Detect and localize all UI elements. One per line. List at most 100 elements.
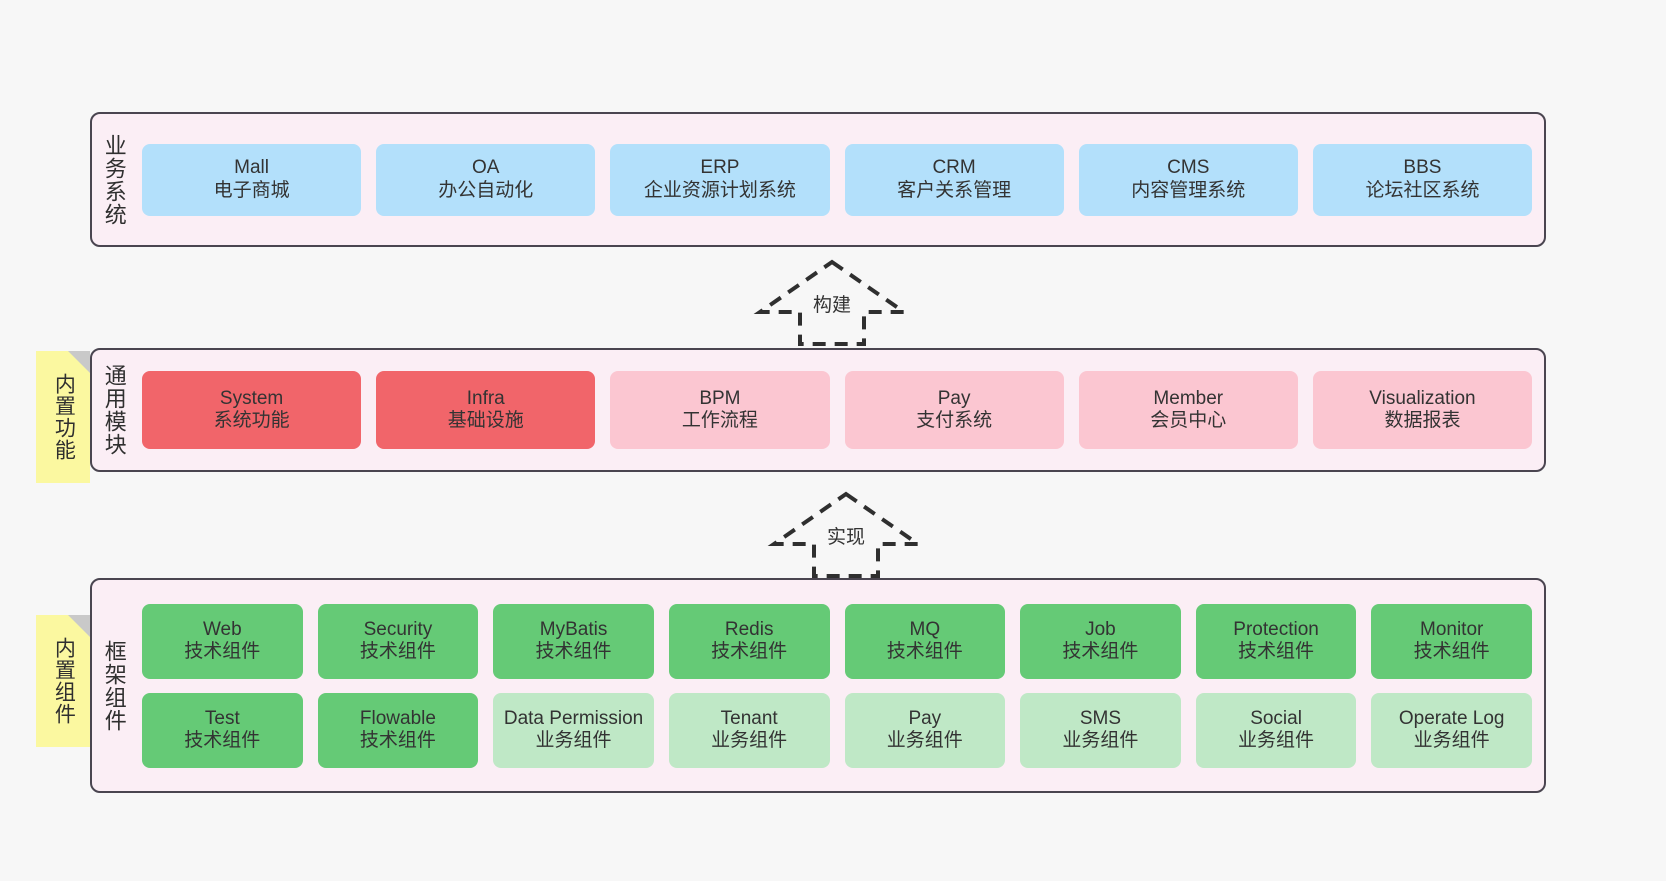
card-subtitle: 业务组件 bbox=[1062, 730, 1139, 751]
card-title: System bbox=[219, 387, 284, 409]
card-title: BPM bbox=[699, 387, 741, 409]
layer-title-business-systems: 业务系统 bbox=[101, 133, 127, 226]
card-subtitle: 业务组件 bbox=[1238, 730, 1315, 751]
card-protection[interactable]: Protection 技术组件 bbox=[1195, 603, 1357, 679]
card-subtitle: 论坛社区系统 bbox=[1365, 179, 1480, 201]
card-subtitle: 技术组件 bbox=[1238, 641, 1315, 662]
layer-framework-components: 框架组件 Web 技术组件 Security 技术组件 MyBatis 技术组件… bbox=[90, 578, 1546, 793]
card-monitor[interactable]: Monitor 技术组件 bbox=[1371, 603, 1532, 679]
card-title: Operate Log bbox=[1398, 707, 1505, 729]
card-title: CRM bbox=[932, 157, 976, 179]
card-subtitle: 电子商城 bbox=[213, 179, 290, 201]
card-subtitle: 会员中心 bbox=[1150, 410, 1227, 431]
card-subtitle: 技术组件 bbox=[359, 730, 436, 751]
card-subtitle: 技术组件 bbox=[1413, 641, 1490, 662]
card-tenant[interactable]: Tenant 业务组件 bbox=[668, 692, 830, 768]
arrow-label-implement: 实现 bbox=[825, 522, 867, 549]
layer-title-common-modules: 通用模块 bbox=[101, 364, 127, 456]
card-redis[interactable]: Redis 技术组件 bbox=[668, 603, 830, 679]
layer-body-business-systems: Mall 电子商城 OA 办公自动化 ERP 企业资源计划系统 CRM 客户关系… bbox=[136, 114, 1544, 245]
arrow-implement: 实现 bbox=[766, 488, 926, 580]
layer-common-modules: 通用模块 System 系统功能 Infra 基础设施 BPM 工作流程 Pay… bbox=[90, 348, 1546, 472]
card-bpm[interactable]: BPM 工作流程 bbox=[610, 371, 830, 449]
card-subtitle: 内容管理系统 bbox=[1131, 179, 1246, 201]
card-cms[interactable]: CMS 内容管理系统 bbox=[1078, 143, 1298, 216]
card-subtitle: 技术组件 bbox=[1062, 641, 1139, 662]
folded-corner-icon bbox=[68, 351, 90, 373]
card-subtitle: 业务组件 bbox=[535, 730, 612, 751]
card-title: Protection bbox=[1233, 618, 1319, 640]
card-title: Redis bbox=[724, 618, 774, 640]
card-test[interactable]: Test 技术组件 bbox=[142, 692, 303, 768]
card-subtitle: 技术组件 bbox=[711, 641, 788, 662]
card-row: Web 技术组件 Security 技术组件 MyBatis 技术组件 Redi… bbox=[142, 603, 1532, 679]
dashed-hollow-arrow-up-icon bbox=[767, 491, 925, 578]
card-subtitle: 客户关系管理 bbox=[897, 179, 1012, 201]
card-job[interactable]: Job 技术组件 bbox=[1020, 603, 1181, 679]
card-social[interactable]: Social 业务组件 bbox=[1195, 692, 1357, 768]
card-member[interactable]: Member 会员中心 bbox=[1078, 371, 1298, 449]
card-visualization[interactable]: Visualization 数据报表 bbox=[1312, 371, 1533, 449]
sticky-note-label: 内置功能 bbox=[52, 373, 76, 461]
card-subtitle: 业务组件 bbox=[886, 730, 963, 751]
card-title: Mall bbox=[234, 157, 269, 179]
arrow-build: 构建 bbox=[752, 256, 912, 348]
card-pay-component[interactable]: Pay 业务组件 bbox=[844, 692, 1006, 768]
card-title: Monitor bbox=[1420, 618, 1484, 640]
layer-body-framework-components: Web 技术组件 Security 技术组件 MyBatis 技术组件 Redi… bbox=[136, 580, 1544, 791]
card-erp[interactable]: ERP 企业资源计划系统 bbox=[610, 143, 830, 216]
card-subtitle: 技术组件 bbox=[359, 641, 436, 662]
card-title: Pay bbox=[908, 707, 942, 729]
card-sms[interactable]: SMS 业务组件 bbox=[1020, 692, 1181, 768]
card-infra[interactable]: Infra 基础设施 bbox=[376, 371, 596, 449]
sticky-note-label: 内置组件 bbox=[52, 637, 76, 725]
layer-title-framework-components: 框架组件 bbox=[101, 639, 127, 732]
card-title: Visualization bbox=[1369, 387, 1476, 409]
card-title: Pay bbox=[937, 387, 971, 409]
card-title: Member bbox=[1153, 387, 1224, 409]
card-bbs[interactable]: BBS 论坛社区系统 bbox=[1312, 143, 1533, 216]
card-title: ERP bbox=[700, 157, 740, 179]
card-subtitle: 业务组件 bbox=[711, 730, 788, 751]
card-title: Test bbox=[204, 707, 240, 729]
card-title: OA bbox=[472, 157, 500, 179]
card-subtitle: 数据报表 bbox=[1384, 410, 1461, 431]
card-system[interactable]: System 系统功能 bbox=[142, 371, 362, 449]
card-data-permission[interactable]: Data Permission 业务组件 bbox=[493, 692, 654, 768]
arrow-label-build: 构建 bbox=[811, 290, 853, 317]
card-row: Test 技术组件 Flowable 技术组件 Data Permission … bbox=[142, 692, 1532, 768]
card-row: Mall 电子商城 OA 办公自动化 ERP 企业资源计划系统 CRM 客户关系… bbox=[142, 143, 1533, 216]
card-subtitle: 技术组件 bbox=[184, 641, 261, 662]
card-subtitle: 业务组件 bbox=[1413, 730, 1490, 751]
card-subtitle: 工作流程 bbox=[681, 410, 758, 431]
sticky-note-builtin-components: 内置组件 bbox=[36, 615, 90, 747]
card-row: System 系统功能 Infra 基础设施 BPM 工作流程 Pay 支付系统… bbox=[142, 371, 1533, 449]
card-title: Social bbox=[1250, 707, 1302, 729]
card-subtitle: 技术组件 bbox=[184, 730, 261, 751]
card-crm[interactable]: CRM 客户关系管理 bbox=[844, 143, 1064, 216]
card-title: SMS bbox=[1079, 707, 1122, 729]
card-security[interactable]: Security 技术组件 bbox=[317, 603, 479, 679]
card-title: CMS bbox=[1167, 157, 1210, 179]
card-title: Flowable bbox=[359, 707, 436, 729]
sticky-note-builtin-features: 内置功能 bbox=[36, 351, 90, 483]
card-flowable[interactable]: Flowable 技术组件 bbox=[317, 692, 479, 768]
card-subtitle: 办公自动化 bbox=[438, 179, 534, 201]
card-title: Security bbox=[363, 618, 433, 640]
card-title: Data Permission bbox=[503, 707, 644, 729]
layer-body-common-modules: System 系统功能 Infra 基础设施 BPM 工作流程 Pay 支付系统… bbox=[136, 350, 1544, 470]
card-operate-log[interactable]: Operate Log 业务组件 bbox=[1371, 692, 1532, 768]
dashed-hollow-arrow-up-icon bbox=[753, 259, 911, 346]
card-pay[interactable]: Pay 支付系统 bbox=[844, 371, 1064, 449]
card-title: Job bbox=[1085, 618, 1116, 640]
card-mall[interactable]: Mall 电子商城 bbox=[142, 143, 362, 216]
card-title: MyBatis bbox=[539, 618, 608, 640]
card-title: MQ bbox=[909, 618, 941, 640]
card-web[interactable]: Web 技术组件 bbox=[142, 603, 303, 679]
card-mq[interactable]: MQ 技术组件 bbox=[844, 603, 1006, 679]
card-mybatis[interactable]: MyBatis 技术组件 bbox=[493, 603, 654, 679]
card-oa[interactable]: OA 办公自动化 bbox=[376, 143, 596, 216]
card-subtitle: 支付系统 bbox=[916, 410, 993, 431]
card-subtitle: 技术组件 bbox=[535, 641, 612, 662]
